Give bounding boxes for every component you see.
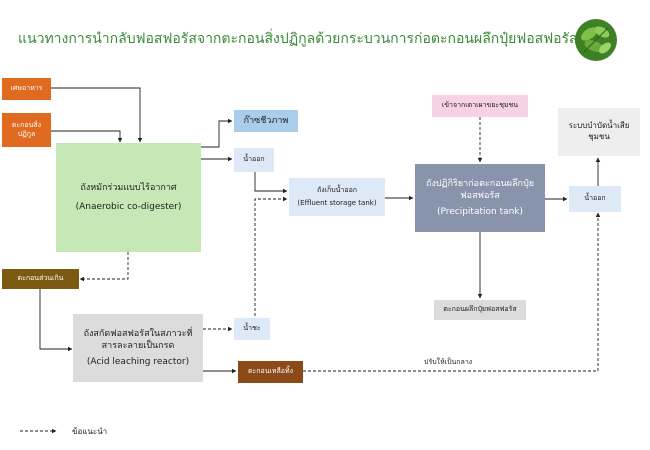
leach-thai-label-1: ถังสกัดฟอสฟอรัสในสภาวะที่ (83, 328, 193, 339)
food-waste-label: เศษอาหาร (10, 84, 43, 93)
sludge-box: ตะกอนสิ่งปฏิกูล (2, 113, 51, 147)
community-input-box: เข้าจากเตาเผาขยะชุมชน (432, 95, 528, 117)
leach-thai-label-2: สารละลายเป็นกรด (101, 340, 175, 351)
community-input-label: เข้าจากเตาเผาขยะชุมชน (441, 101, 519, 110)
wastewater-system-label: ระบบบำบัดน้ำเสียชุมชน (568, 121, 630, 141)
biogas-box: ก๊าซชีวภาพ (234, 110, 298, 132)
fertilizer-label: ตะกอนผลึกปุ๋ยฟอสฟอรัส (443, 305, 517, 314)
residue-label: ตะกอนเหลือทิ้ง (247, 367, 294, 376)
precip-thai-label-2: ฟอสฟอรัส (460, 190, 500, 201)
anaerobic-codigester-box: ถังหมักร่วมแบบไร้อากาศ (Anaerobic co-dig… (56, 143, 201, 252)
biogas-label: ก๊าซชีวภาพ (243, 115, 289, 126)
codigester-english-label: (Anaerobic co-digester) (75, 201, 182, 212)
legend-dashed-label: ข้อแนะนำ (72, 427, 108, 436)
precip-english-label: (Precipitation tank) (436, 207, 524, 218)
precipitation-tank-box: ถังปฏิกิริยาก่อตะกอนผลึกปุ๋ย ฟอสฟอรัส (P… (415, 164, 545, 232)
effluent-out-label: น้ำออก (584, 194, 606, 203)
fertilizer-box: ตะกอนผลึกปุ๋ยฟอสฟอรัส (434, 300, 526, 320)
excess-sludge-box: ตะกอนส่วนเกิน (2, 269, 79, 289)
acid-leaching-reactor-box: ถังสกัดฟอสฟอรัสในสภาวะที่ สารละลายเป็นกร… (73, 314, 203, 382)
leachate-box: น้ำชะ (234, 318, 270, 340)
residue-box: ตะกอนเหลือทิ้ง (238, 361, 303, 383)
sludge-label: ตะกอนสิ่งปฏิกูล (11, 120, 42, 138)
storage-english-label: (Effluent storage tank) (297, 198, 377, 207)
leachate-label: น้ำชะ (243, 324, 261, 333)
effluent-label: น้ำออก (243, 155, 265, 164)
effluent-out-box: น้ำออก (569, 186, 621, 212)
leaf-photo-icon (574, 18, 618, 62)
excess-sludge-label: ตะกอนส่วนเกิน (17, 274, 64, 283)
codigester-thai-label: ถังหมักร่วมแบบไร้อากาศ (80, 183, 177, 194)
neutralize-annotation: ปรับให้เป็นกลาง (424, 358, 473, 366)
leach-english-label: (Acid leaching reactor) (86, 357, 190, 368)
page-title: แนวทางการนำกลับฟอสฟอรัสจากตะกอนสิ่งปฏิกู… (18, 31, 578, 47)
wastewater-system-box: ระบบบำบัดน้ำเสียชุมชน (558, 108, 640, 156)
storage-thai-label: ถังเก็บน้ำออก (316, 186, 358, 195)
precip-thai-label-1: ถังปฏิกิริยาก่อตะกอนผลึกปุ๋ย (426, 178, 534, 189)
food-waste-box: เศษอาหาร (2, 78, 51, 100)
effluent-box: น้ำออก (234, 148, 274, 172)
effluent-storage-tank-box: ถังเก็บน้ำออก (Effluent storage tank) (289, 178, 385, 216)
